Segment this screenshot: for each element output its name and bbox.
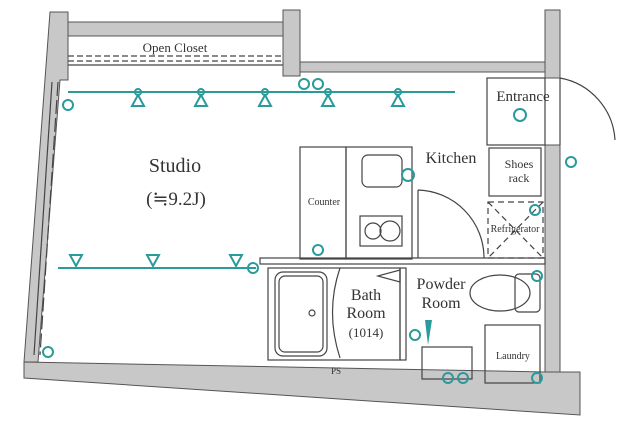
bath-size-label: (1014) — [349, 325, 384, 340]
burner-left — [364, 222, 382, 240]
laundry-label: Laundry — [496, 351, 530, 362]
bathroom-wall — [259, 257, 546, 265]
studio-size-label: (≒9.2J) — [146, 189, 206, 210]
top-right-wall — [299, 61, 546, 73]
pillar — [282, 9, 301, 77]
counter-label: Counter — [308, 197, 341, 208]
powder-wall — [399, 267, 407, 361]
shoes-rack — [488, 147, 542, 197]
powder-room-label-1: Powder — [417, 276, 467, 293]
stove — [359, 215, 403, 247]
powder-room-label-2: Room — [421, 295, 461, 312]
outlet-icon — [42, 78, 577, 384]
burner-right — [379, 220, 401, 242]
bottom-wall — [23, 361, 581, 416]
left-window-inner — [33, 81, 53, 356]
bath-label-2: Room — [346, 305, 386, 322]
entrance-label: Entrance — [496, 89, 550, 105]
bathtub — [274, 271, 328, 357]
mirror — [375, 269, 401, 283]
refrigerator-label: Refrigerator — [491, 224, 541, 235]
open-closet-label: Open Closet — [143, 40, 208, 55]
faucet-icon — [425, 320, 432, 345]
bath-door-curve — [331, 267, 341, 359]
entrance-door-swing — [559, 77, 616, 145]
washbasin — [421, 346, 473, 380]
left-window — [39, 81, 59, 356]
shoes-rack-label-2: rack — [509, 171, 530, 185]
kitchen-unit — [345, 146, 413, 260]
light-fixture-icon — [68, 88, 406, 269]
shoes-rack-label-1: Shoes — [505, 157, 534, 171]
right-wall-top — [544, 9, 561, 79]
bathtub-inner — [278, 275, 324, 353]
sink — [361, 154, 403, 188]
refrigerator-space — [487, 201, 544, 259]
entrance-box — [486, 77, 546, 146]
kitchen-label: Kitchen — [426, 150, 477, 167]
toilet-bowl — [469, 274, 531, 312]
studio-label: Studio — [149, 155, 201, 177]
top-closet-wall — [67, 21, 284, 37]
right-wall — [544, 144, 561, 406]
left-wall — [23, 11, 69, 363]
laundry-space — [484, 324, 541, 384]
bath-label-1: Bath — [351, 287, 381, 304]
kitchen-door-swing — [417, 189, 485, 259]
toilet-tank — [514, 273, 541, 313]
refrigerator-cross — [487, 201, 544, 259]
ps-label: PS — [331, 366, 341, 376]
bathtub-drain — [308, 309, 316, 317]
